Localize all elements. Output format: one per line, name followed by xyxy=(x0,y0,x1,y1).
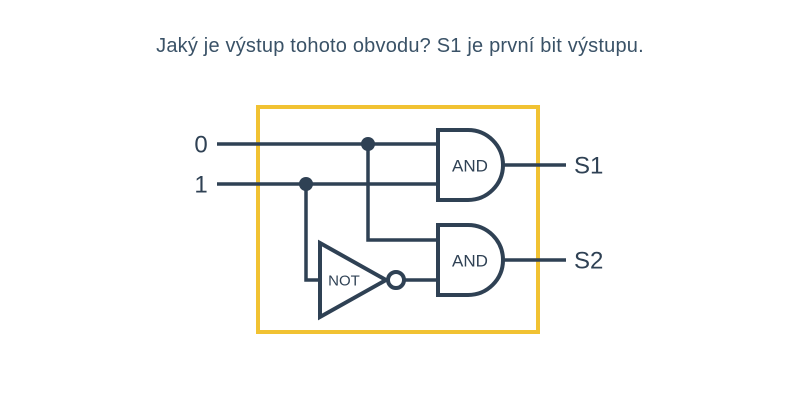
input-1-label: 1 xyxy=(194,172,207,199)
junction-dot-input1 xyxy=(299,177,313,191)
and-gate-1 xyxy=(436,128,505,202)
circuit-boundary-box xyxy=(256,105,540,334)
and-gate-1-label: AND xyxy=(452,157,488,176)
not-gate-label: NOT xyxy=(328,273,360,290)
input-0-label: 0 xyxy=(194,132,207,159)
s1-output-label: S1 xyxy=(574,153,603,180)
and-gate-2 xyxy=(436,223,505,297)
question-title: Jaký je výstup tohoto obvodu? S1 je prvn… xyxy=(156,35,644,57)
wire-input0-to-and2 xyxy=(366,144,438,242)
not-gate-bubble xyxy=(386,270,406,290)
not-gate xyxy=(318,239,391,321)
and-gate-2-label: AND xyxy=(452,252,488,271)
s2-output-label: S2 xyxy=(574,248,603,275)
wire-input1-to-not xyxy=(304,184,320,282)
junction-dot-input0 xyxy=(361,137,375,151)
